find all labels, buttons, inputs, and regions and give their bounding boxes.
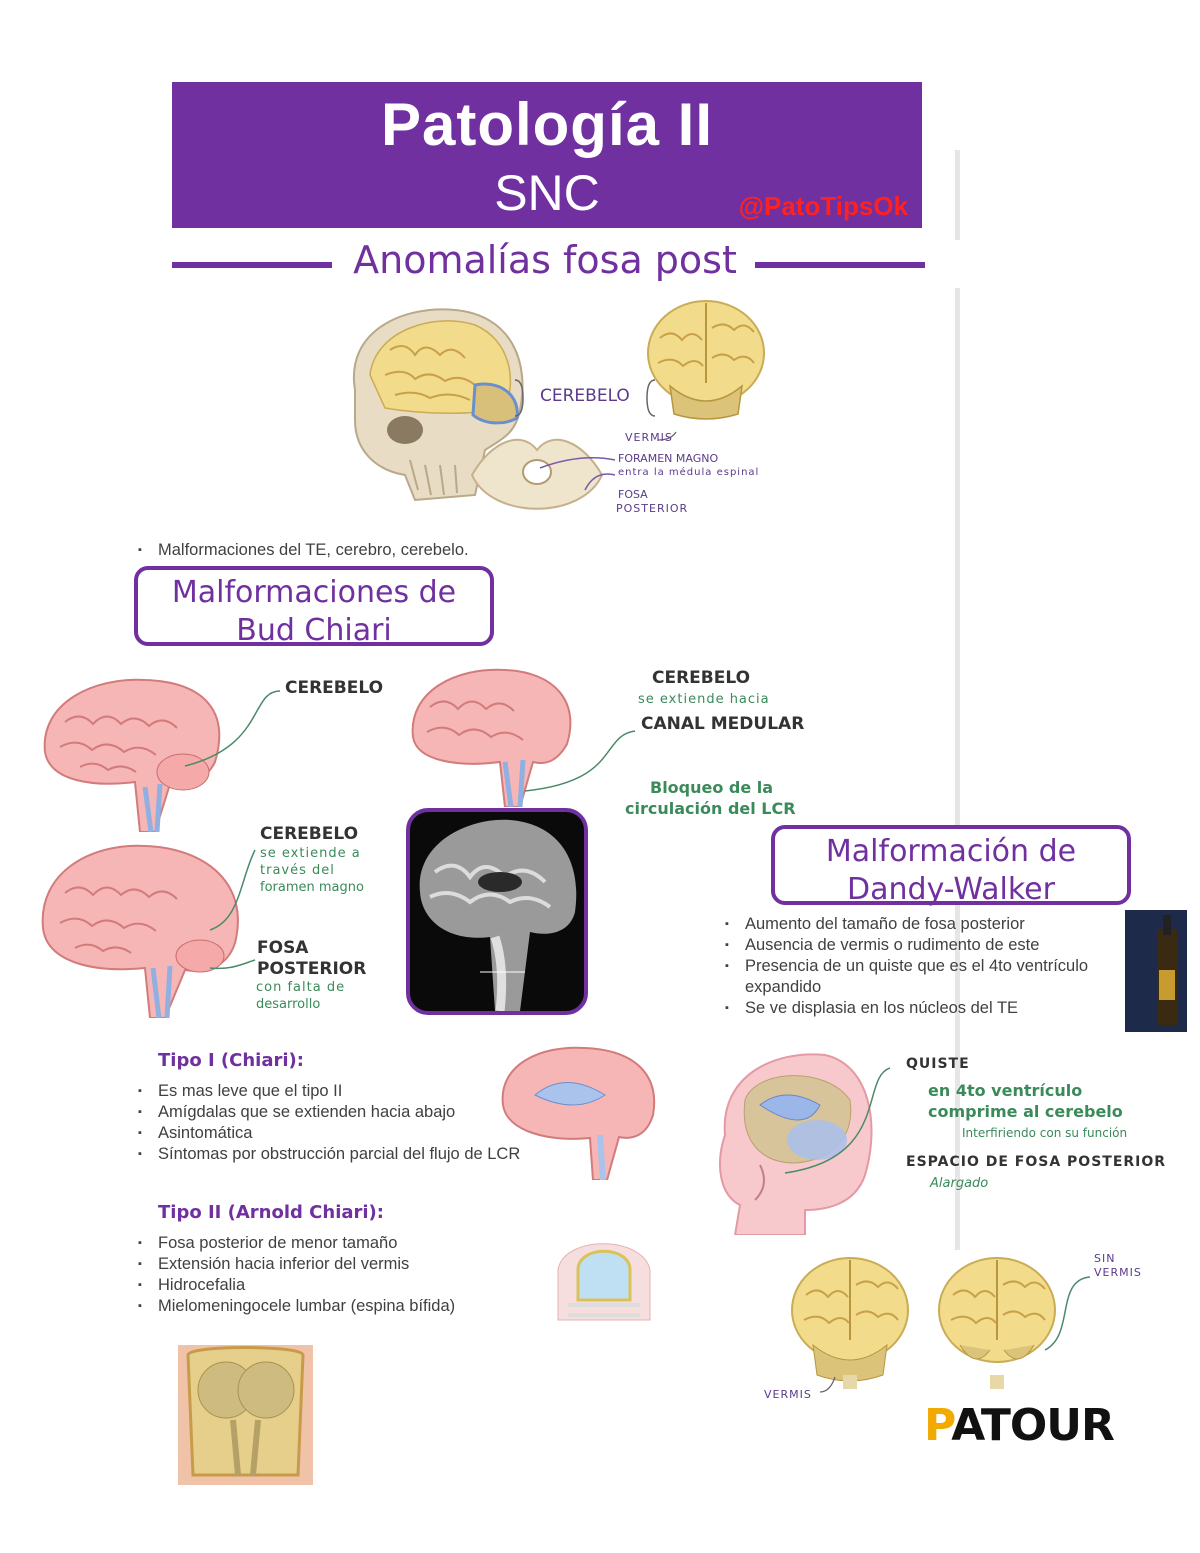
dandy-title-line2: Dandy-Walker	[847, 872, 1055, 907]
social-handle: @PatoTipsOk	[738, 191, 908, 221]
chiari-cerebelo-label-2: CEREBELO	[652, 668, 751, 688]
chiari-extiende-hacia: se extiende hacia	[638, 692, 770, 707]
list-item: Se ve displasia en los núcleos del TE	[723, 998, 1118, 1019]
quiste-label: QUISTE	[906, 1056, 970, 1072]
posterior-label: POSTERIOR	[616, 502, 689, 515]
chiari-cerebelo-label-3: CEREBELO	[260, 824, 359, 844]
chiari-falta-2: desarrollo	[256, 997, 321, 1012]
chiari-connector-1	[184, 690, 281, 767]
page-subtitle: SNC	[494, 165, 600, 221]
bottom-connectors	[819, 1276, 1091, 1393]
sin-vermis-label: VERMIS	[1094, 1266, 1142, 1279]
sin-label: SIN	[1094, 1252, 1116, 1265]
list-item: Extensión hacia inferior del vermis	[136, 1254, 556, 1275]
baby-head-illustration	[719, 1053, 873, 1235]
list-item: Es mas leve que el tipo II	[136, 1081, 556, 1102]
list-item: Fosa posterior de menor tamaño	[136, 1233, 556, 1254]
chiari-atraves-2: través del	[260, 863, 335, 878]
cerebellum-no-vermis-illustration	[938, 1257, 1056, 1389]
brain-tipo1-illustration	[501, 1046, 656, 1180]
page-header: Patología II SNC @PatoTipsOk	[172, 82, 922, 228]
dandy-title-line1: Malformación de	[825, 834, 1077, 869]
brain-fosa-illustration	[41, 844, 239, 1018]
cerebellum-normal-illustration	[791, 1257, 909, 1389]
fosa-label: FOSA	[618, 488, 648, 501]
tipo2-title: Tipo II (Arnold Chiari):	[158, 1202, 384, 1223]
list-item: Ausencia de vermis o rudimento de este	[723, 935, 1118, 956]
cerebellum-top-illustration	[647, 300, 765, 420]
brand-logo-p: P	[924, 1400, 952, 1451]
brand-logo: PATOUR	[924, 1400, 1115, 1451]
page-title: Patología II	[380, 91, 714, 158]
bottle-illustration	[1125, 910, 1187, 1032]
quiste-note-3: Interfiriendo con su función	[962, 1126, 1128, 1140]
foramen-label: FORAMEN MAGNO	[618, 452, 719, 465]
tipo2-list: Fosa posterior de menor tamaño Extensión…	[136, 1233, 556, 1317]
chiari-cerebelo-label-1: CEREBELO	[285, 678, 384, 698]
page-rule-upper	[955, 150, 960, 240]
chiari-title-line1: Malformaciones de	[171, 575, 457, 610]
dandy-title-box: Malformación de Dandy-Walker	[771, 825, 1131, 907]
skull-illustration	[352, 308, 524, 502]
list-item: Hidrocefalia	[136, 1275, 556, 1296]
mri-scan-drawing	[419, 819, 577, 1011]
intro-connectors	[514, 379, 677, 491]
alargado-note: Alargado	[930, 1176, 989, 1191]
list-item: Asintomática	[136, 1123, 556, 1144]
title-rule-right	[755, 262, 925, 268]
list-item: Aumento del tamaño de fosa posterior	[723, 914, 1118, 935]
chiari-bloqueo-1: Bloqueo de la	[650, 778, 774, 797]
tipo1-title: Tipo I (Chiari):	[158, 1050, 304, 1071]
chiari-fosa-label: FOSA	[257, 938, 309, 958]
chiari-bloqueo-2: circulación del LCR	[625, 799, 796, 818]
title-rule-left	[172, 262, 332, 268]
chiari-canal-label: CANAL MEDULAR	[641, 714, 805, 734]
chiari-posterior-label: POSTERIOR	[257, 959, 367, 979]
vermis-bottom-label: VERMIS	[764, 1388, 812, 1401]
chiari-falta-1: con falta de	[256, 980, 346, 995]
tipo1-list: Es mas leve que el tipo II Amígdalas que…	[136, 1081, 556, 1165]
dandy-connector	[784, 1067, 891, 1174]
chiari-atraves-1: se extiende a	[260, 846, 361, 861]
brand-logo-rest: ATOUR	[951, 1400, 1115, 1451]
spina-bifida-illustration	[557, 1243, 651, 1321]
chiari-connector-2	[524, 730, 636, 792]
dandy-list: Aumento del tamaño de fosa posterior Aus…	[723, 914, 1118, 1019]
posterior-fossa-illustration	[178, 1345, 313, 1485]
chiari-title-line2: Bud Chiari	[236, 613, 392, 648]
section-title: Anomalías fosa post	[353, 238, 737, 282]
list-item: Presencia de un quiste que es el 4to ven…	[723, 956, 1118, 998]
list-item: Síntomas por obstrucción parcial del flu…	[136, 1144, 556, 1165]
chiari-connector-3	[209, 849, 256, 970]
intro-list: Malformaciones del TE, cerebro, cerebelo…	[136, 540, 636, 561]
quiste-note-1: en 4to ventrículo	[928, 1081, 1083, 1100]
foramen-note: entra la médula espinal	[618, 467, 760, 478]
chiari-atraves-3: foramen magno	[260, 880, 364, 895]
list-item: Amígdalas que se extienden hacia abajo	[136, 1102, 556, 1123]
cerebelo-label: CEREBELO	[540, 386, 630, 406]
quiste-note-2: comprime al cerebelo	[928, 1102, 1123, 1121]
brain-chiari-illustration	[411, 668, 572, 807]
foramen-magnum-illustration	[470, 438, 604, 510]
espacio-label: ESPACIO DE FOSA POSTERIOR	[906, 1154, 1167, 1170]
intro-bullet: Malformaciones del TE, cerebro, cerebelo…	[136, 540, 636, 561]
page-rule-lower	[955, 288, 960, 1250]
mri-scan-image	[406, 808, 588, 1015]
list-item: Mielomeningocele lumbar (espina bífida)	[136, 1296, 556, 1317]
chiari-title-box: Malformaciones de Bud Chiari	[134, 566, 494, 648]
vermis-label: VERMIS	[625, 431, 673, 444]
